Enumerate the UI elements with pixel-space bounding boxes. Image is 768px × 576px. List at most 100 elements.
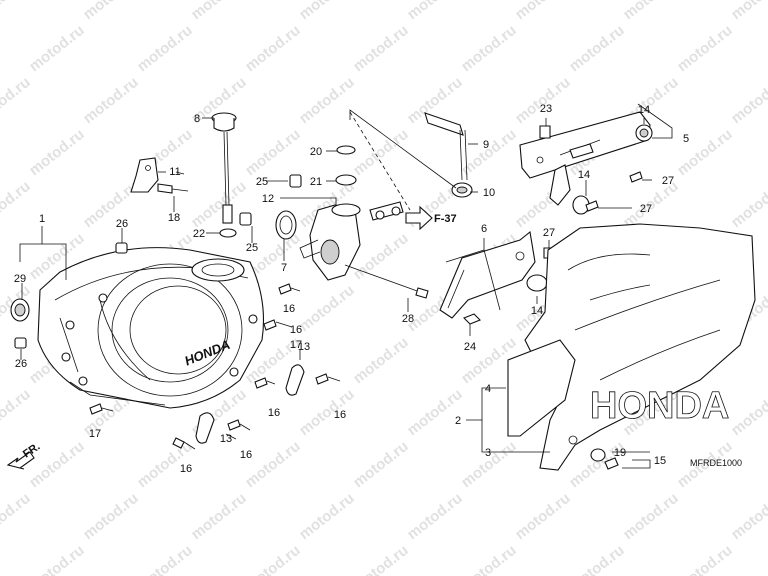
watermark-text: motod.ru: [404, 0, 466, 23]
callout-14: 14: [531, 305, 543, 317]
watermark-text: motod.ru: [26, 22, 88, 75]
watermark-text: motod.ru: [674, 542, 736, 576]
watermark-text: motod.ru: [350, 542, 412, 576]
watermark-text: motod.ru: [350, 126, 412, 179]
callout-14: 14: [638, 104, 650, 116]
watermark-text: motod.ru: [80, 74, 142, 127]
callout-22: 22: [193, 228, 205, 240]
bolts: [89, 283, 341, 450]
bolt-27a: [629, 171, 643, 183]
diagram-code: MFRDE1000: [690, 458, 742, 468]
watermark-text: motod.ru: [296, 74, 358, 127]
hook-lower: [195, 412, 215, 444]
bolt-28: [344, 264, 421, 293]
ref-label: F-37: [434, 213, 457, 225]
watermark-text: motod.ru: [728, 0, 768, 23]
bracket-11: [130, 157, 189, 194]
watermark-text: motod.ru: [188, 490, 250, 543]
watermark-text: motod.ru: [728, 490, 768, 543]
watermark-text: motod.ru: [728, 74, 768, 127]
watermark-text: motod.ru: [26, 126, 88, 179]
watermark-text: motod.ru: [242, 542, 304, 576]
callout-26: 26: [116, 218, 128, 230]
cable-guide: [369, 201, 404, 221]
bracket-5: [519, 111, 653, 206]
callout-9: 9: [483, 139, 489, 151]
lifter-arm: [424, 112, 473, 198]
grommet-14b: [526, 274, 548, 292]
watermark-text: motod.ru: [458, 22, 520, 75]
callout-7: 7: [281, 262, 287, 274]
watermark-text: motod.ru: [404, 386, 466, 439]
callout-14: 14: [578, 169, 590, 181]
callout-16: 16: [180, 463, 192, 475]
watermark-text: motod.ru: [512, 490, 574, 543]
callout-5: 5: [683, 133, 689, 145]
bracket-6: [439, 230, 536, 319]
watermark-text: motod.ru: [728, 386, 768, 439]
watermark-text: motod.ru: [26, 542, 88, 576]
cover-brand-text: HONDA: [590, 385, 729, 427]
watermark-text: motod.ru: [728, 178, 768, 231]
watermark-text: motod.ru: [242, 126, 304, 179]
hook-upper: [285, 364, 305, 396]
oil-seal: [10, 298, 30, 322]
callout-15: 15: [654, 455, 666, 467]
watermark-text: motod.ru: [512, 0, 574, 23]
bolt-19: [590, 448, 619, 470]
watermark-text: motod.ru: [350, 334, 412, 387]
watermark-text: motod.ru: [296, 0, 358, 23]
callout-29: 29: [14, 273, 26, 285]
watermark-text: motod.ru: [0, 386, 34, 439]
callout-16: 16: [290, 324, 302, 336]
callout-3: 3: [485, 447, 491, 459]
callout-23: 23: [540, 103, 552, 115]
callout-27: 27: [662, 175, 674, 187]
callout-8: 8: [194, 113, 200, 125]
watermark-text: motod.ru: [80, 490, 142, 543]
watermark-text: motod.ru: [404, 490, 466, 543]
watermark-text: motod.ru: [242, 22, 304, 75]
callout-4: 4: [485, 383, 491, 395]
callout-16: 16: [240, 449, 252, 461]
callout-13: 13: [298, 341, 310, 353]
dipstick: [211, 112, 237, 238]
callout-27: 27: [640, 203, 652, 215]
watermark-text: motod.ru: [296, 490, 358, 543]
callout-26: 26: [15, 358, 27, 370]
watermark-text: motod.ru: [350, 22, 412, 75]
watermark-text: motod.ru: [296, 386, 358, 439]
watermark-text: motod.ru: [566, 542, 628, 576]
leader-lines: [19, 103, 673, 469]
panel-4: [507, 339, 576, 437]
crankcase-cover: HONDA: [37, 247, 264, 409]
callout-16: 16: [283, 303, 295, 315]
watermark-text: motod.ru: [350, 438, 412, 491]
callout-20: 20: [310, 146, 322, 158]
callout-25: 25: [256, 176, 268, 188]
callout-25: 25: [246, 242, 258, 254]
bolt-27b: [585, 200, 599, 212]
nut-24: [463, 313, 481, 325]
callout-13: 13: [220, 433, 232, 445]
watermark-text: motod.ru: [80, 0, 142, 23]
ref-arrow: F-37: [405, 205, 457, 231]
watermark-text: motod.ru: [134, 22, 196, 75]
watermark-text: motod.ru: [458, 542, 520, 576]
watermark-text: motod.ru: [0, 74, 34, 127]
side-cover: HONDA: [524, 223, 756, 471]
callout-27: 27: [543, 227, 555, 239]
watermark-text: motod.ru: [242, 438, 304, 491]
cap-lower: [14, 337, 27, 349]
callout-16: 16: [334, 409, 346, 421]
callout-10: 10: [483, 187, 495, 199]
cap-upper: [115, 242, 128, 254]
watermark-text: motod.ru: [620, 490, 682, 543]
watermark-text: motod.ru: [566, 438, 628, 491]
watermark-text: motod.ru: [512, 74, 574, 127]
clutch-lifter: [239, 145, 361, 281]
watermark-text: motod.ru: [458, 126, 520, 179]
callout-6: 6: [481, 223, 487, 235]
watermark-text: motod.ru: [296, 282, 358, 335]
watermark-text: motod.ru: [0, 178, 34, 231]
